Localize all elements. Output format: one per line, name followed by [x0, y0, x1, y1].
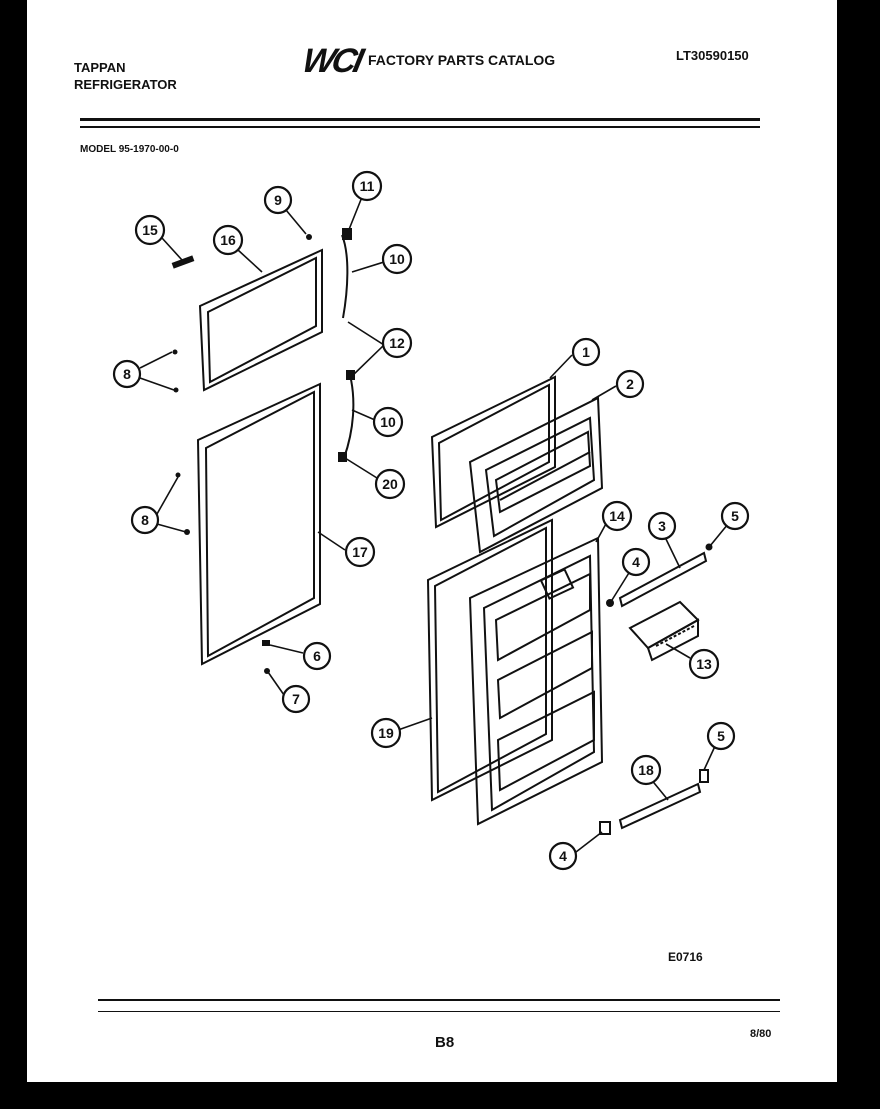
- catalog-sheet: [27, 0, 837, 1082]
- callout-12: 12: [381, 327, 413, 359]
- svg-text:10: 10: [389, 251, 405, 267]
- callout-17: 18: [630, 754, 662, 786]
- svg-text:7: 7: [292, 691, 300, 707]
- model-number: MODEL 95-1970-00-0: [80, 144, 179, 155]
- svg-text:10: 10: [380, 414, 396, 430]
- callout-15: 13: [688, 648, 720, 680]
- svg-text:2: 2: [626, 376, 634, 392]
- svg-text:8: 8: [141, 512, 149, 528]
- svg-text:4: 4: [559, 848, 567, 864]
- svg-text:6: 6: [313, 648, 321, 664]
- footer-rule-bottom: [98, 1011, 780, 1012]
- svg-text:9: 9: [274, 192, 282, 208]
- svg-text:11: 11: [360, 178, 375, 194]
- callout-16: 14: [601, 500, 633, 532]
- svg-text:5: 5: [717, 728, 725, 744]
- leader-lines: [139, 196, 729, 853]
- svg-text:15: 15: [142, 222, 158, 238]
- catalog-number: LT30590150: [676, 48, 749, 63]
- svg-text:17: 17: [352, 544, 368, 560]
- svg-text:18: 18: [638, 762, 654, 778]
- callout-5-lower: 5: [706, 721, 736, 751]
- svg-text:3: 3: [658, 518, 666, 534]
- callout-19: 19: [370, 717, 402, 749]
- svg-text:1: 1: [582, 344, 590, 360]
- hinges: [338, 228, 355, 462]
- brand-line-2: REFRIGERATOR: [74, 77, 177, 92]
- svg-text:5: 5: [731, 508, 739, 524]
- svg-text:16: 16: [220, 232, 236, 248]
- callout-10-upper: 10: [381, 243, 413, 275]
- svg-text:8: 8: [123, 366, 131, 382]
- page-code: B8: [435, 1034, 455, 1051]
- diagram-code: E0716: [668, 950, 703, 964]
- callout-8-upper: 8: [112, 359, 142, 389]
- callout-4-upper: 4: [621, 547, 651, 577]
- callout-4-lower: 4: [548, 841, 578, 871]
- callout-3: 3: [647, 511, 677, 541]
- svg-text:14: 14: [609, 508, 625, 524]
- svg-text:19: 19: [378, 725, 394, 741]
- fresh-food-gasket: [196, 382, 321, 666]
- catalog-title: FACTORY PARTS CATALOG: [368, 52, 556, 68]
- callout-1: 1: [571, 337, 601, 367]
- svg-text:13: 13: [696, 656, 712, 672]
- freezer-door-liner: [468, 396, 604, 554]
- callout-7: 7: [281, 684, 311, 714]
- header-rule-top: [80, 118, 760, 121]
- fresh-food-door-liner: [468, 536, 604, 826]
- callout-6-left: 6: [302, 641, 332, 671]
- svg-text:20: 20: [382, 476, 398, 492]
- callout-14: 16: [212, 224, 244, 256]
- callout-2: 2: [615, 369, 645, 399]
- callout-18: 17: [344, 536, 376, 568]
- callout-20: 20: [374, 468, 406, 500]
- fresh-food-inner-gasket: [426, 518, 553, 802]
- header-rule-bottom: [80, 126, 760, 128]
- callout-8-lower: 8: [130, 505, 160, 535]
- upper-shelf-bar: [606, 543, 713, 608]
- svg-text:12: 12: [389, 335, 405, 351]
- footer-rule-top: [98, 999, 780, 1001]
- brand-line-1: TAPPAN: [74, 60, 126, 75]
- freezer-gasket: [198, 248, 323, 392]
- butter-compartment: [628, 600, 700, 662]
- small-parts-left: [171, 234, 312, 674]
- freezer-inner-gasket: [430, 375, 556, 529]
- page-date: 8/80: [750, 1028, 772, 1040]
- callout-5-upper: 5: [720, 501, 750, 531]
- callout-9: 9: [263, 185, 293, 215]
- callout-13: 15: [134, 214, 166, 246]
- callout-10-lower: 10: [372, 406, 404, 438]
- svg-text:4: 4: [632, 554, 640, 570]
- callout-11: 11: [351, 170, 383, 202]
